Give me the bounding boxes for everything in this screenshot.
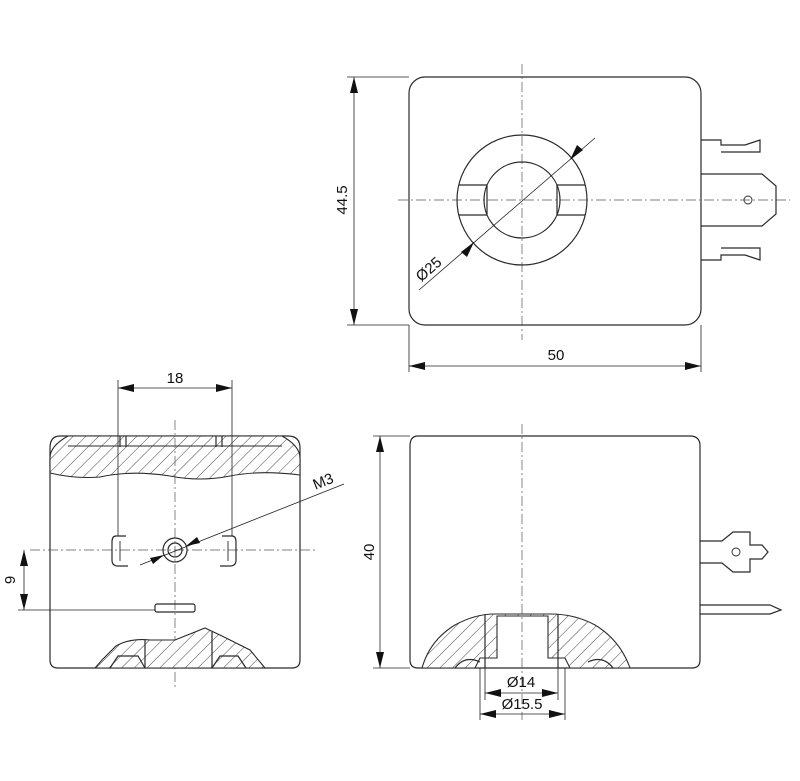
hatched-bottom-section (93, 627, 267, 669)
dim-inner-diameter (484, 668, 559, 700)
dim-side-height (373, 435, 410, 669)
dim-label-inner-diameter: Ø14 (507, 674, 535, 691)
front-body-outline (49, 435, 301, 669)
dim-label-bore-diameter: Ø25 (413, 254, 446, 285)
dim-top-height (347, 76, 409, 326)
terminal-connector-top (701, 139, 777, 261)
bottom-slot (154, 603, 196, 613)
dim-label-thread-offset: 9 (2, 576, 19, 584)
dim-label-thread: M3 (310, 470, 336, 494)
hatched-bore-section (421, 613, 631, 669)
dim-bore-diameter (418, 137, 596, 291)
pin-slot-left (111, 535, 128, 567)
dim-thread-offset (18, 550, 155, 611)
top-view: 44.5 50 Ø25 (334, 64, 790, 372)
bore-ring (456, 134, 588, 266)
dim-thread-leader (139, 483, 345, 566)
terminal-connector-side (700, 531, 783, 615)
pin-slot-right (220, 535, 237, 567)
coil-body-outline (408, 76, 702, 326)
dim-label-top-width: 50 (548, 347, 565, 364)
side-section-view: 40 Ø14 Ø15.5 (361, 424, 783, 720)
dim-pin-spacing (117, 380, 233, 536)
dim-label-pin-spacing: 18 (167, 370, 184, 387)
dim-label-side-height: 40 (361, 544, 378, 561)
dim-label-top-height: 44.5 (334, 185, 351, 214)
front-section-view: 18 M3 9 (2, 370, 345, 690)
dim-label-outer-diameter: Ø15.5 (502, 696, 543, 713)
dim-outer-diameter (479, 668, 566, 720)
threaded-hole (162, 537, 188, 563)
side-body-outline (409, 435, 701, 669)
dim-top-width (408, 325, 702, 372)
